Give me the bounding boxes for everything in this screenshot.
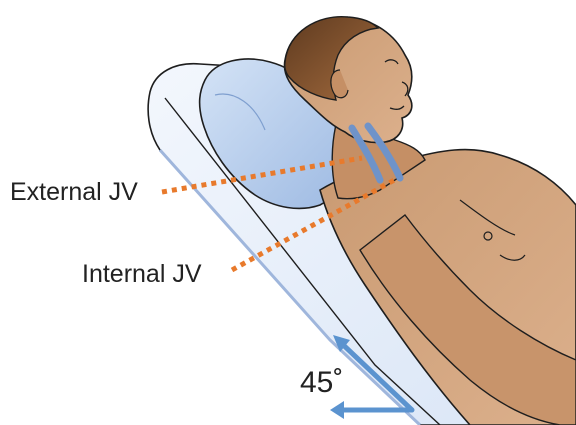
angle-label: 45˚ (300, 368, 343, 398)
external-jv-label: External JV (10, 180, 138, 205)
angle-arrowhead-left (330, 401, 344, 419)
internal-jv-label: Internal JV (82, 262, 202, 287)
